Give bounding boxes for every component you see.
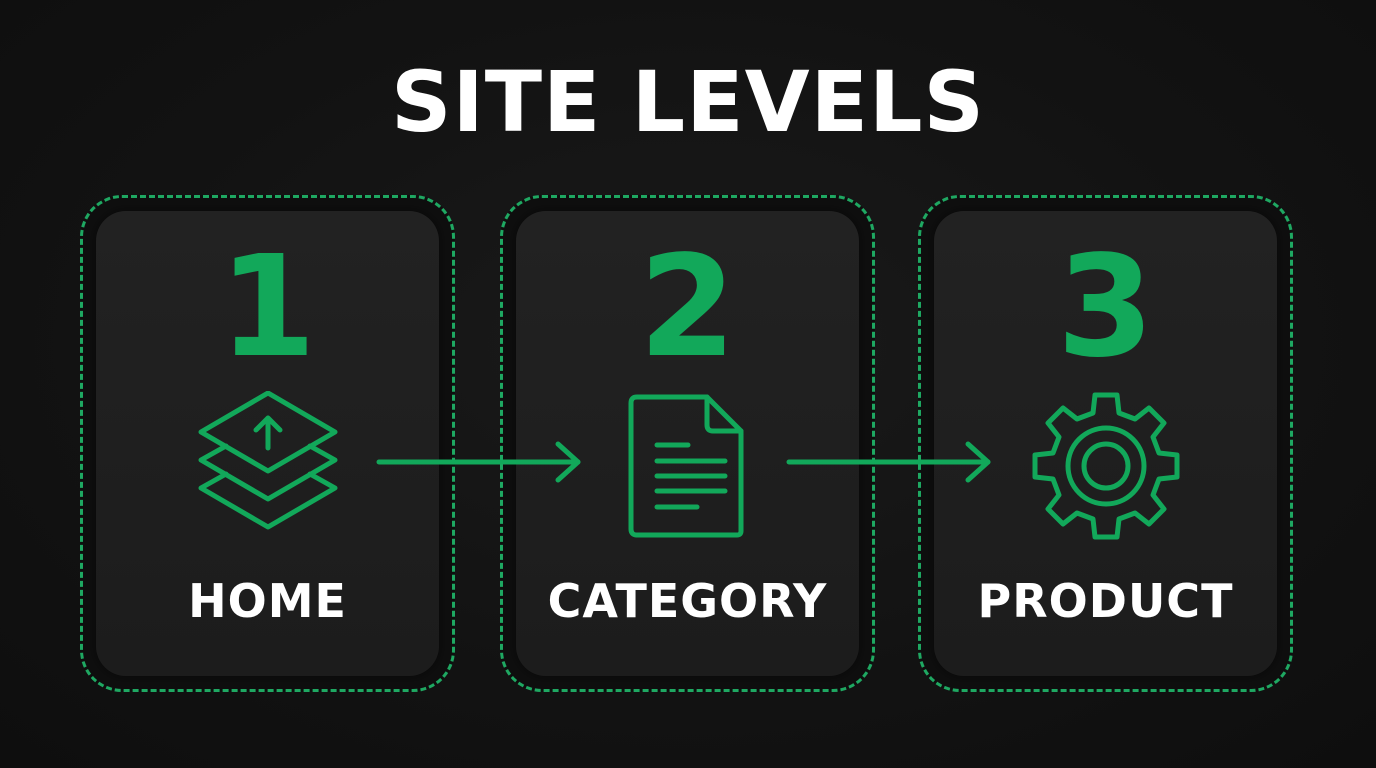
level-number: 1 xyxy=(218,226,317,389)
level-label: HOME xyxy=(188,574,347,628)
level-card-category: 2 CATEGORY xyxy=(500,195,875,692)
arrow-right-icon xyxy=(376,441,581,483)
level-panel: 3 PRODUCT xyxy=(934,211,1277,676)
level-label: PRODUCT xyxy=(977,574,1234,628)
level-number: 3 xyxy=(1056,226,1155,389)
level-number: 2 xyxy=(638,226,737,389)
level-label: CATEGORY xyxy=(547,574,828,628)
level-panel: 1 HOME xyxy=(96,211,439,676)
gear-icon xyxy=(1032,392,1179,540)
document-icon xyxy=(628,394,743,538)
level-card-home: 1 HOME xyxy=(80,195,455,692)
level-card-product: 3 PRODUCT xyxy=(918,195,1293,692)
layers-up-icon xyxy=(198,391,337,530)
arrow-right-icon xyxy=(786,441,991,483)
page-title: SITE LEVELS xyxy=(391,53,985,151)
level-panel: 2 CATEGORY xyxy=(516,211,859,676)
